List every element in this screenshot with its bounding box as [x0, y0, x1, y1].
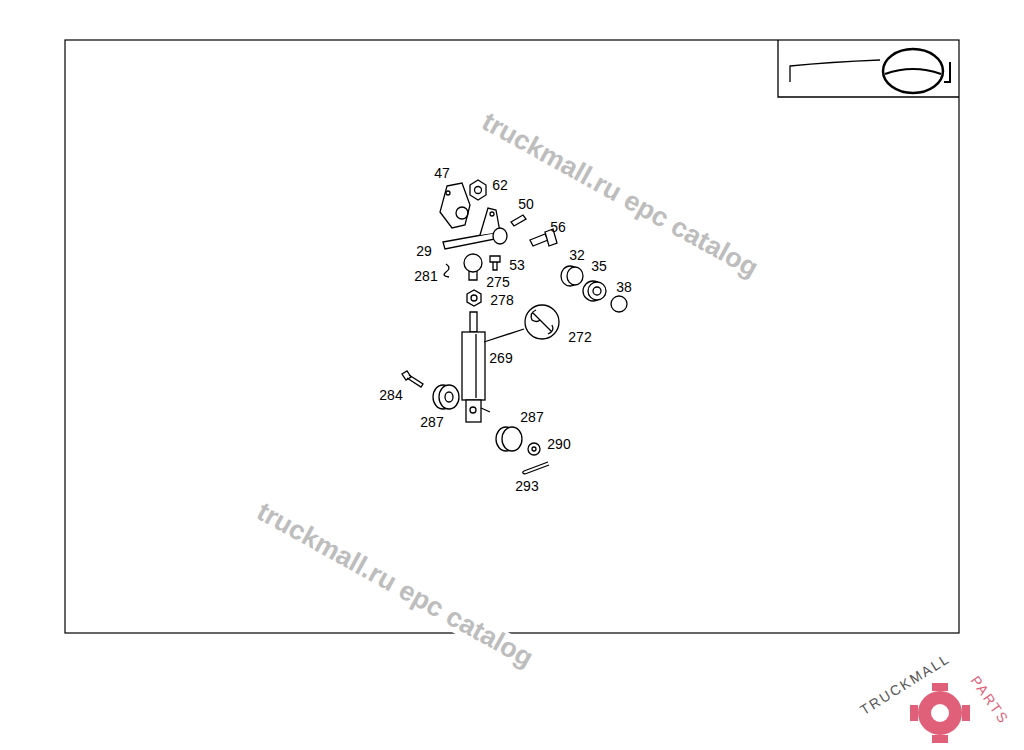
callout-number: 272 — [568, 330, 591, 344]
callout-number: 56 — [550, 220, 566, 234]
logo-text: TRUCKMALL — [858, 651, 953, 717]
logo-gear — [910, 683, 970, 743]
logo-text: PARTS — [968, 673, 1011, 726]
callout-number: 278 — [490, 293, 513, 307]
shock-absorber — [462, 332, 485, 400]
watermark: truckmall.ru epc catalog — [476, 107, 764, 283]
callout-number: 293 — [515, 479, 538, 493]
wrench-symbol — [525, 305, 559, 339]
watermark: truckmall.ru epc catalog — [251, 497, 539, 673]
page-frame — [65, 40, 959, 633]
callout-number: 281 — [414, 269, 437, 283]
callout-number: 29 — [416, 244, 432, 258]
callout-number: 287 — [420, 415, 443, 429]
callout-number: 53 — [509, 258, 525, 272]
callout-number: 50 — [518, 197, 534, 211]
callout-number: 284 — [379, 388, 402, 402]
bracket — [440, 183, 470, 228]
callout-number: 287 — [520, 410, 543, 424]
callout-number: 32 — [569, 248, 585, 262]
callout-number: 290 — [547, 437, 570, 451]
callout-number: 47 — [434, 166, 450, 180]
callout-number: 269 — [489, 351, 512, 365]
steering-icon — [778, 40, 959, 97]
callout-number: 35 — [591, 259, 607, 273]
callout-number: 62 — [492, 178, 508, 192]
callout-number: 38 — [616, 280, 632, 294]
callout-number: 275 — [486, 275, 509, 289]
